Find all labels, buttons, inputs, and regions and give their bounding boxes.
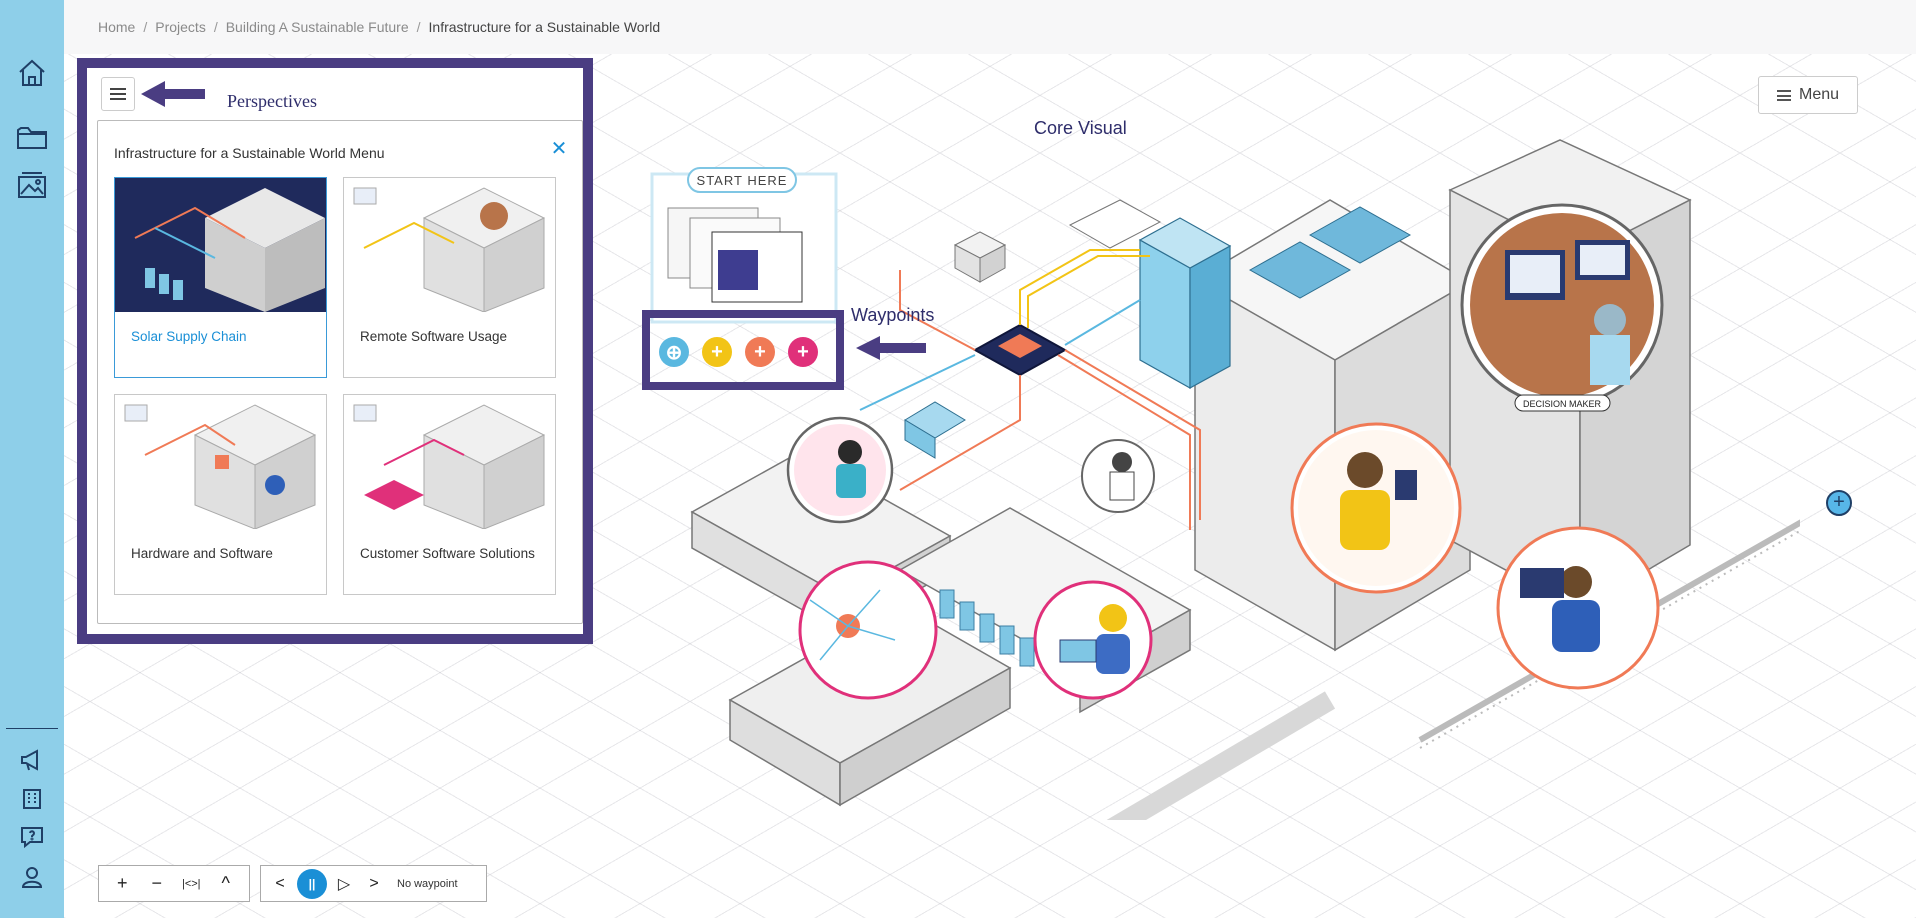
menu-button-label: Menu <box>1798 86 1840 103</box>
next-waypoint-button[interactable]: > <box>369 874 379 892</box>
waypoint-button-2[interactable]: + <box>702 337 732 367</box>
perspective-thumbnail <box>344 395 555 529</box>
folder-icon[interactable] <box>15 120 49 154</box>
laptop-user-vignette <box>786 416 894 524</box>
breadcrumb-project[interactable]: Building A Sustainable Future <box>225 19 409 35</box>
start-here-label: START HERE <box>697 173 788 188</box>
waypoint-2-symbol: + <box>711 340 723 363</box>
help-icon[interactable] <box>15 820 49 854</box>
breadcrumb-home[interactable]: Home <box>98 19 136 35</box>
pause-button[interactable]: || <box>297 868 327 899</box>
perspectives-toggle-button[interactable] <box>101 77 135 111</box>
hamburger-icon <box>110 88 126 100</box>
waypoint-button-4[interactable]: + <box>788 337 818 367</box>
rail-divider <box>6 728 58 729</box>
decision-maker-label: DECISION MAKER <box>1523 399 1602 409</box>
breadcrumb-separator: / <box>416 19 421 35</box>
perspectives-panel: Perspectives Infrastructure for a Sustai… <box>77 58 593 644</box>
perspective-card-solar-supply-chain[interactable]: Solar Supply Chain <box>114 177 327 378</box>
perspective-card-label: Customer Software Solutions <box>360 546 535 561</box>
waypoint-player: < || ▷ > No waypoint <box>260 865 487 902</box>
perspective-card-label: Remote Software Usage <box>360 329 508 344</box>
perspective-card-customer-software-solutions[interactable]: Customer Software Solutions <box>343 394 556 595</box>
chip-node <box>972 323 1068 377</box>
home-icon[interactable] <box>15 56 49 90</box>
waypoint-1-symbol: ⊕ <box>665 341 683 364</box>
waypoint-status: No waypoint <box>397 877 458 890</box>
perspectives-menu: Infrastructure for a Sustainable World M… <box>97 120 583 624</box>
breadcrumb-separator: / <box>143 19 148 35</box>
perspective-card-hardware-and-software[interactable]: Hardware and Software <box>114 394 327 595</box>
perspective-thumbnail <box>115 178 326 312</box>
zoom-in-button[interactable]: + <box>116 873 128 893</box>
perspective-thumbnail <box>115 395 326 529</box>
zoom-controls: + − |<>| ^ <box>98 865 250 902</box>
blue-user-vignette <box>1496 526 1660 690</box>
brain-vignette <box>798 560 938 700</box>
core-visual-annotation: Core Visual <box>1034 118 1127 138</box>
zoom-out-button[interactable]: − <box>151 873 162 893</box>
fit-view-button[interactable]: |<>| <box>181 877 201 890</box>
previous-waypoint-button[interactable]: < <box>275 874 285 892</box>
collapse-button[interactable]: ^ <box>221 873 230 893</box>
waypoint-button-1[interactable]: ⊕ <box>659 337 689 367</box>
perspective-card-label: Solar Supply Chain <box>131 329 247 344</box>
waypoints-highlight: ⊕ + + + <box>642 310 844 390</box>
breadcrumb-projects[interactable]: Projects <box>155 19 206 35</box>
perspective-card-remote-software-usage[interactable]: Remote Software Usage <box>343 177 556 378</box>
arrow-left-icon <box>856 336 926 360</box>
waypoint-4-symbol: + <box>797 340 809 363</box>
arrow-left-icon <box>141 81 205 107</box>
gallery-icon[interactable] <box>15 168 49 202</box>
start-here-card: START HERE <box>650 167 838 324</box>
breadcrumb-current: Infrastructure for a Sustainable World <box>428 19 661 35</box>
left-nav-rail <box>0 0 64 918</box>
facility-user-vignette <box>1081 439 1155 513</box>
decision-maker-vignette: DECISION MAKER <box>1460 203 1664 412</box>
breadcrumb: Home / Projects / Building A Sustainable Fut… <box>64 0 1916 54</box>
perspective-card-label: Hardware and Software <box>131 546 273 561</box>
waypoint-button-3[interactable]: + <box>745 337 775 367</box>
building-icon[interactable] <box>15 782 49 816</box>
perspectives-menu-title: Infrastructure for a Sustainable World M… <box>114 145 385 161</box>
isometric-scene[interactable]: DECISION MAKER <box>600 100 1800 820</box>
megaphone-icon[interactable] <box>15 743 49 777</box>
waypoint-3-symbol: + <box>754 340 766 363</box>
user-icon[interactable] <box>15 860 49 894</box>
it-user-vignette <box>1033 580 1153 700</box>
perspective-thumbnail <box>344 178 555 312</box>
hamburger-icon <box>1776 89 1791 101</box>
breadcrumb-separator: / <box>213 19 218 35</box>
close-icon[interactable]: ✕ <box>550 138 568 160</box>
waypoints-annotation: Waypoints <box>851 305 935 325</box>
menu-button[interactable]: Menu <box>1758 76 1858 114</box>
yellow-user-vignette <box>1290 422 1462 594</box>
perspectives-annotation: Perspectives <box>227 91 317 111</box>
step-play-button[interactable]: ▷ <box>337 875 351 893</box>
add-node-icon[interactable]: + <box>1826 490 1852 516</box>
